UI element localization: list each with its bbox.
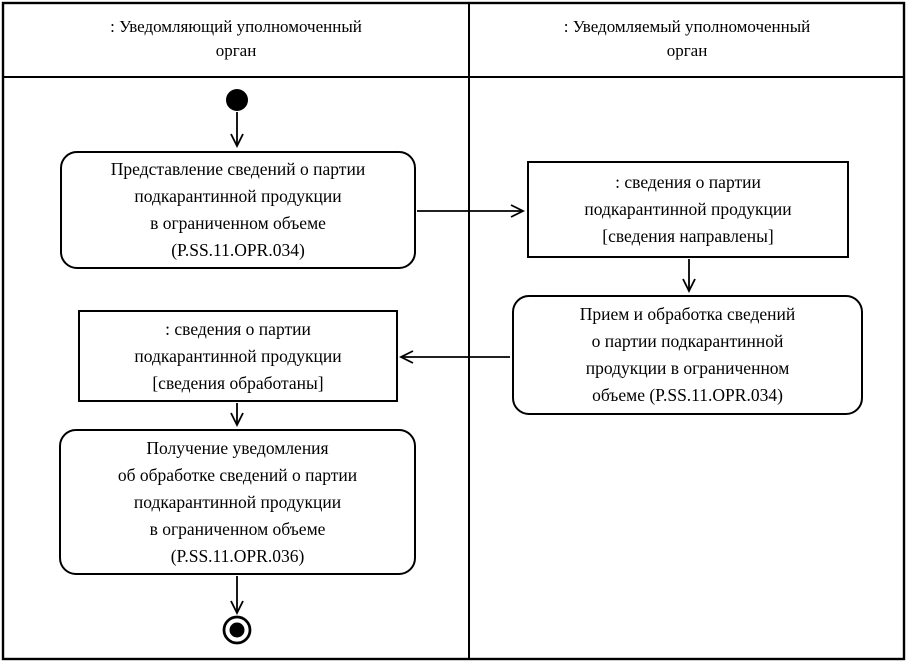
text-line: [сведения обработаны] <box>152 372 324 393</box>
text-line: продукции в ограниченном <box>585 358 790 378</box>
text-line: (P.SS.11.OPR.034) <box>171 240 305 260</box>
text-line: об обработке сведений о партии <box>117 464 358 485</box>
text-line: : сведения о партии <box>165 318 311 339</box>
text-line: объеме (P.SS.11.OPR.034) <box>592 385 783 405</box>
lane-title-line: : Уведомляющий уполномоченный <box>110 17 362 36</box>
lane-header-notified-body: : Уведомляемый уполномоченный орган <box>469 15 905 63</box>
object-consignment-info-processed: : сведения о партии подкарантинной проду… <box>78 310 398 402</box>
text-line: Получение уведомления <box>146 437 329 458</box>
text-line: о партии подкарантинной <box>591 331 784 351</box>
lane-header-notifying-body: : Уведомляющий уполномоченный орган <box>3 15 469 63</box>
text-line: (P.SS.11.OPR.036) <box>170 545 305 566</box>
final-node-dot-icon <box>229 622 245 638</box>
text-line: Прием и обработка сведений <box>579 304 796 324</box>
activity-receive-process-consignment-info: Прием и обработка сведений о партии подк… <box>512 295 863 415</box>
lane-title-line: : Уведомляемый уполномоченный <box>563 17 811 36</box>
text-line: подкарантинной продукции <box>133 491 342 512</box>
text-line: подкарантинной продукции <box>134 345 342 366</box>
lane-title-line: орган <box>666 41 708 60</box>
activity-receive-processing-notification: Получение уведомления об обработке сведе… <box>59 429 416 575</box>
text-line: [сведения направлены] <box>602 226 774 246</box>
final-node-ring-icon <box>222 615 252 645</box>
text-line: в ограниченном объеме <box>149 518 326 539</box>
object-consignment-info-sent: : сведения о партии подкарантинной проду… <box>527 161 849 258</box>
activity-submit-consignment-info: Представление сведений о партии подкаран… <box>60 151 416 269</box>
text-line: подкарантинной продукции <box>134 186 342 206</box>
text-line: : сведения о партии <box>615 172 761 192</box>
lane-title-line: орган <box>215 41 257 60</box>
text-line: Представление сведений о партии <box>110 159 366 179</box>
initial-node-icon <box>226 89 248 111</box>
text-line: в ограниченном объеме <box>150 213 326 233</box>
text-line: подкарантинной продукции <box>584 199 792 219</box>
